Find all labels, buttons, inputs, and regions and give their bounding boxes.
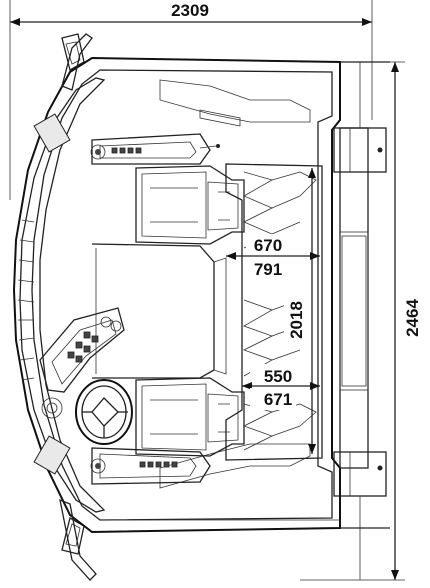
- bunk-width-bottom-label: 550: [264, 367, 292, 386]
- bunk: [225, 163, 323, 461]
- bottom-door-buttons: [139, 461, 178, 468]
- overall-width-label: 2309: [171, 1, 209, 20]
- bunk-width-top-dimension: 670 791: [226, 234, 320, 280]
- steering-wheel: [41, 379, 133, 445]
- center-console: [39, 307, 125, 393]
- entry-step-bottom: [59, 498, 340, 581]
- bunk-width-top-label: 670: [254, 236, 282, 255]
- bunk-length-dimension: 2018: [284, 168, 316, 454]
- entry-step-top: [61, 33, 93, 91]
- cab-body: [12, 33, 390, 580]
- bottom-door-panel: [90, 447, 211, 485]
- bottom-seat: [135, 377, 245, 457]
- bunk-width-bottom-dimension: 550 671: [242, 364, 320, 410]
- top-door-buttons: [111, 147, 142, 154]
- overall-width-dimension: 2309: [9, 0, 373, 200]
- top-seat: [135, 165, 245, 245]
- dashboard: [17, 77, 311, 513]
- bunk-width-bottom-outer-label: 671: [264, 390, 292, 409]
- engine-tunnel: [91, 243, 227, 379]
- bunk-width-top-outer-label: 791: [254, 260, 282, 279]
- bunk-length-label: 2018: [287, 301, 306, 339]
- top-door-panel: [90, 133, 220, 165]
- console-switches: [67, 316, 122, 363]
- overall-length-label: 2464: [403, 299, 422, 337]
